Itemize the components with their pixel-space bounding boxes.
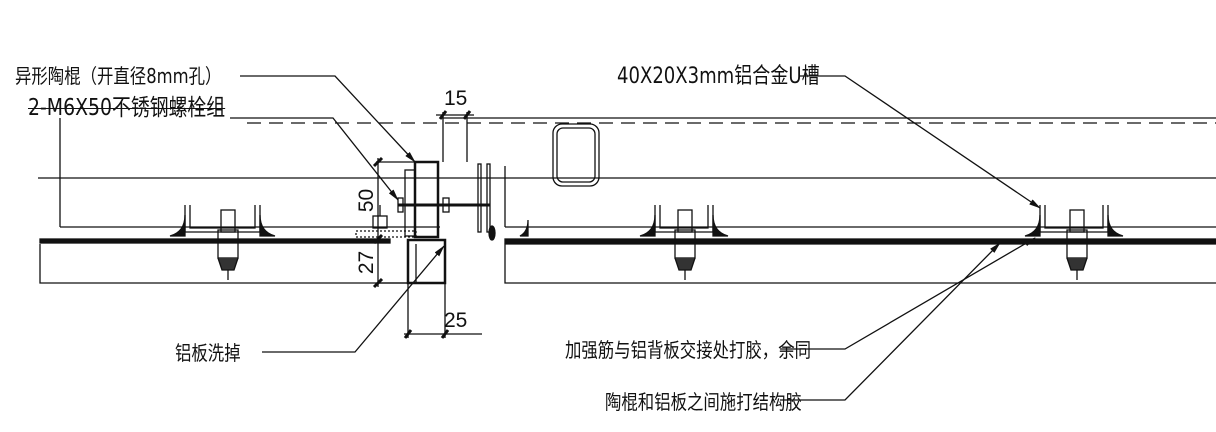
dimension-panel-depth: 27 xyxy=(355,250,379,275)
ceramic-rod xyxy=(355,160,496,285)
label-structural-glue: 陶棍和铝板之间施打结构胶 xyxy=(605,390,802,414)
aluminum-panel xyxy=(39,238,1216,284)
label-u-channel: 40X20X3mm铝合金U槽 xyxy=(617,64,820,89)
structure-lines xyxy=(38,117,1216,228)
dimension-lower-width: 25 xyxy=(444,309,468,332)
u-channel-right xyxy=(1024,205,1124,280)
label-aluminum-cut: 铝板洗掉 xyxy=(175,341,241,365)
leader-lines xyxy=(230,75,1041,401)
u-channel-middle xyxy=(519,205,729,280)
dimension-rod-width: 15 xyxy=(444,87,468,110)
dimension-lines xyxy=(372,110,482,339)
label-rib-glue: 加强筋与铝背板交接处打胶，余同 xyxy=(565,338,811,362)
label-ceramic-rod: 异形陶棍（开直径8mm孔） xyxy=(15,64,222,88)
label-bolt-group: 2-M6X50不锈钢螺栓组 xyxy=(28,95,226,121)
dimension-rod-height: 50 xyxy=(355,188,379,213)
square-tube xyxy=(552,123,600,187)
u-channel-left xyxy=(169,205,276,280)
